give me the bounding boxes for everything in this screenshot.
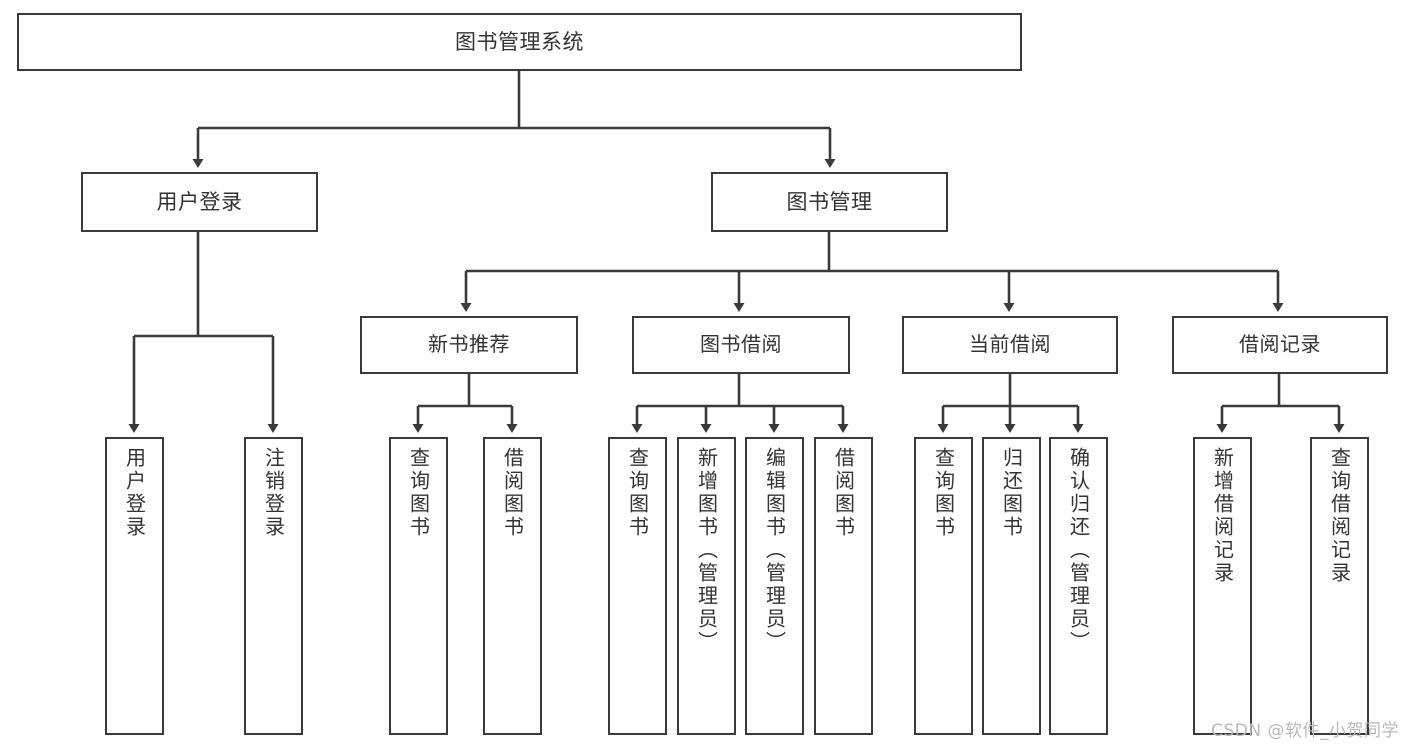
node-leaf-add-record-label: 新增借阅记录 <box>1210 447 1235 585</box>
node-leaf-edit-book[interactable]: 编辑图书（管理员） <box>745 437 804 735</box>
node-leaf-query-book-2[interactable]: 查询图书 <box>608 437 667 735</box>
node-current-borrow-label: 当前借阅 <box>969 332 1051 357</box>
node-leaf-user-login-label: 用户登录 <box>122 447 147 539</box>
node-book-borrow-label: 图书借阅 <box>700 332 782 357</box>
node-leaf-return-book[interactable]: 归还图书 <box>982 437 1041 735</box>
node-borrow-record-label: 借阅记录 <box>1239 332 1321 357</box>
node-leaf-borrow-book-2-label: 借阅图书 <box>831 447 856 539</box>
node-root-label: 图书管理系统 <box>455 29 584 54</box>
node-leaf-logout[interactable]: 注销登录 <box>244 437 303 735</box>
node-user-login[interactable]: 用户登录 <box>81 172 318 232</box>
node-root[interactable]: 图书管理系统 <box>17 13 1022 71</box>
node-leaf-add-record[interactable]: 新增借阅记录 <box>1193 437 1252 735</box>
node-leaf-add-book[interactable]: 新增图书（管理员） <box>677 437 736 735</box>
node-book-borrow[interactable]: 图书借阅 <box>632 316 850 374</box>
node-leaf-query-book-1-label: 查询图书 <box>406 447 431 539</box>
node-new-book-recommend-label: 新书推荐 <box>428 332 510 357</box>
node-current-borrow[interactable]: 当前借阅 <box>902 316 1118 374</box>
node-leaf-query-record-label: 查询借阅记录 <box>1327 447 1352 585</box>
node-book-management-label: 图书管理 <box>786 189 873 214</box>
node-leaf-confirm-return[interactable]: 确认归还（管理员） <box>1049 437 1108 735</box>
node-leaf-query-book-1[interactable]: 查询图书 <box>389 437 448 735</box>
node-leaf-logout-label: 注销登录 <box>261 447 286 539</box>
node-new-book-recommend[interactable]: 新书推荐 <box>360 316 578 374</box>
node-leaf-query-book-3[interactable]: 查询图书 <box>914 437 973 735</box>
node-book-management[interactable]: 图书管理 <box>711 172 948 232</box>
node-leaf-edit-book-label: 编辑图书（管理员） <box>762 447 787 654</box>
node-leaf-query-record[interactable]: 查询借阅记录 <box>1310 437 1369 735</box>
node-borrow-record[interactable]: 借阅记录 <box>1172 316 1388 374</box>
node-leaf-return-book-label: 归还图书 <box>999 447 1024 539</box>
node-leaf-borrow-book-1[interactable]: 借阅图书 <box>483 437 542 735</box>
node-leaf-query-book-3-label: 查询图书 <box>931 447 956 539</box>
node-leaf-query-book-2-label: 查询图书 <box>625 447 650 539</box>
node-user-login-label: 用户登录 <box>156 189 243 214</box>
watermark: CSDN @软件_小贺同学 <box>1211 721 1399 741</box>
node-leaf-borrow-book-1-label: 借阅图书 <box>500 447 525 539</box>
node-leaf-user-login[interactable]: 用户登录 <box>105 437 164 735</box>
node-leaf-confirm-return-label: 确认归还（管理员） <box>1066 447 1091 654</box>
node-leaf-add-book-label: 新增图书（管理员） <box>694 447 719 654</box>
node-leaf-borrow-book-2[interactable]: 借阅图书 <box>814 437 873 735</box>
